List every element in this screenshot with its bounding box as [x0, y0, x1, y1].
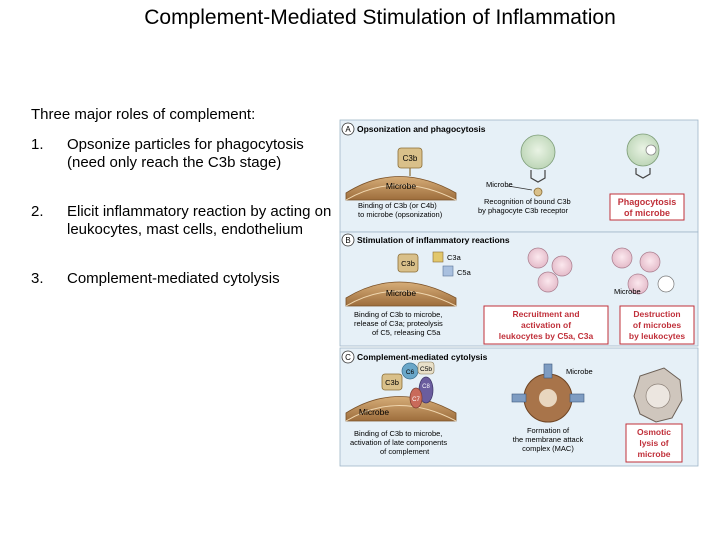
complement-figure: A Opsonization and phagocytosis C3b Micr… — [339, 119, 699, 467]
c3b-label: C3b — [401, 259, 415, 268]
microbe-label: Microbe — [359, 407, 390, 417]
caption-a-1: Binding of C3b (or C4b) — [358, 201, 437, 210]
c3b-label: C3b — [403, 154, 418, 163]
panel-c: C Complement-mediated cytolysis C3b C6 C… — [339, 347, 699, 467]
mid-b-1: Recruitment and — [512, 309, 579, 319]
result-b-3: by leukocytes — [629, 331, 685, 341]
panel-heading: Stimulation of inflammatory reactions — [357, 235, 510, 245]
panel-letter: B — [345, 236, 350, 245]
caption-c-2: activation of late components — [350, 438, 447, 447]
result-c-1: Osmotic — [637, 427, 671, 437]
c8-label: C8 — [422, 384, 430, 390]
slide-title: Complement-Mediated Stimulation of Infla… — [144, 6, 616, 29]
item-number: 1. — [31, 136, 44, 153]
caption-b-1: Binding of C3b to microbe, — [354, 310, 442, 319]
item-number: 3. — [31, 270, 44, 287]
result-c-3: microbe — [637, 449, 670, 459]
item-text: Elicit inflammatory reaction by acting o… — [67, 203, 332, 238]
result-b-2: of microbes — [633, 320, 681, 330]
caption-a-4: by phagocyte C3b receptor — [478, 206, 569, 215]
result-c-2: lysis of — [639, 438, 668, 448]
c5b-label: C5b — [420, 366, 432, 373]
c7-label: C7 — [412, 397, 420, 403]
intro-text: Three major roles of complement: — [31, 106, 256, 123]
microbe-arrow-label: Microbe — [486, 180, 513, 189]
microbe-right-label: Microbe — [566, 367, 593, 376]
c5a-label: C5a — [457, 268, 472, 277]
result-b-1: Destruction — [633, 309, 680, 319]
c3b-label: C3b — [385, 378, 399, 387]
panel-b: B Stimulation of inflammatory reactions … — [339, 231, 699, 347]
microbe-label: Microbe — [386, 181, 417, 191]
panel-letter: A — [345, 125, 351, 134]
caption-b-3: of C5, releasing C5a — [372, 328, 441, 337]
mid-b-2: activation of — [521, 320, 571, 330]
result-a-2: of microbe — [624, 208, 670, 218]
caption-c-3: of complement — [380, 447, 430, 456]
panel-heading: Complement-mediated cytolysis — [357, 352, 488, 362]
caption-b-2: release of C3a; proteolysis — [354, 319, 443, 328]
result-a-1: Phagocytosis — [618, 197, 677, 207]
c6-label: C6 — [406, 369, 415, 376]
panel-a: A Opsonization and phagocytosis C3b Micr… — [339, 119, 699, 233]
caption-c-1: Binding of C3b to microbe, — [354, 429, 442, 438]
panel-heading: Opsonization and phagocytosis — [357, 124, 486, 134]
caption-a-2: to microbe (opsonization) — [358, 210, 443, 219]
item-text: Complement-mediated cytolysis — [67, 270, 280, 287]
item-text: Opsonize particles for phagocytosis (nee… — [67, 136, 304, 171]
microbe-label: Microbe — [386, 288, 417, 298]
microbe-right-label: Microbe — [614, 287, 641, 296]
mid-c-2: the membrane attack — [513, 435, 584, 444]
panel-letter: C — [345, 353, 351, 362]
mid-c-3: complex (MAC) — [522, 444, 574, 453]
item-number: 2. — [31, 203, 44, 220]
caption-a-3: Recognition of bound C3b — [484, 197, 571, 206]
mid-c-1: Formation of — [527, 426, 570, 435]
c3a-label: C3a — [447, 253, 462, 262]
mid-b-3: leukocytes by C5a, C3a — [499, 331, 594, 341]
